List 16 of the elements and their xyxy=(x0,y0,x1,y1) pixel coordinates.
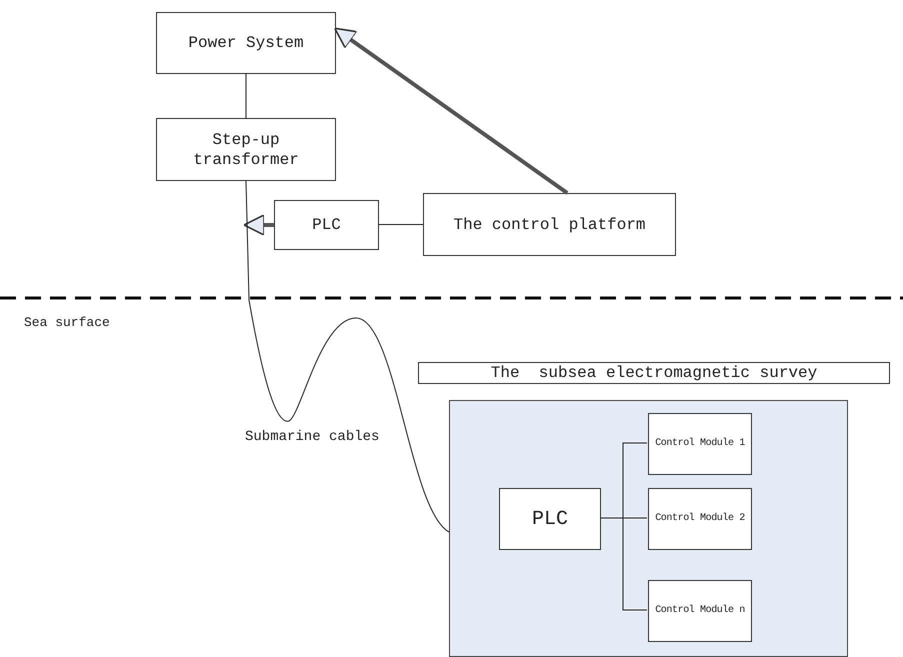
module-box: Control Module 2 xyxy=(648,488,752,550)
process-box: PLC xyxy=(274,200,379,250)
connector-line xyxy=(378,224,424,225)
connector-line xyxy=(600,518,648,610)
hollow-arrow xyxy=(243,214,274,236)
module-box: Control Module 1 xyxy=(648,413,752,475)
process-box: Step-up transformer xyxy=(156,118,336,181)
title-bar: The subsea electromagnetic survey xyxy=(418,362,890,384)
system-panel xyxy=(449,400,848,657)
cable-line xyxy=(246,180,450,532)
process-box: PLC xyxy=(499,488,601,550)
hollow-arrow xyxy=(334,28,568,195)
process-box: The control platform xyxy=(423,193,676,256)
surface-label: Sea surface xyxy=(24,314,110,332)
process-box: Power System xyxy=(156,12,336,74)
module-box: Control Module n xyxy=(648,580,752,642)
